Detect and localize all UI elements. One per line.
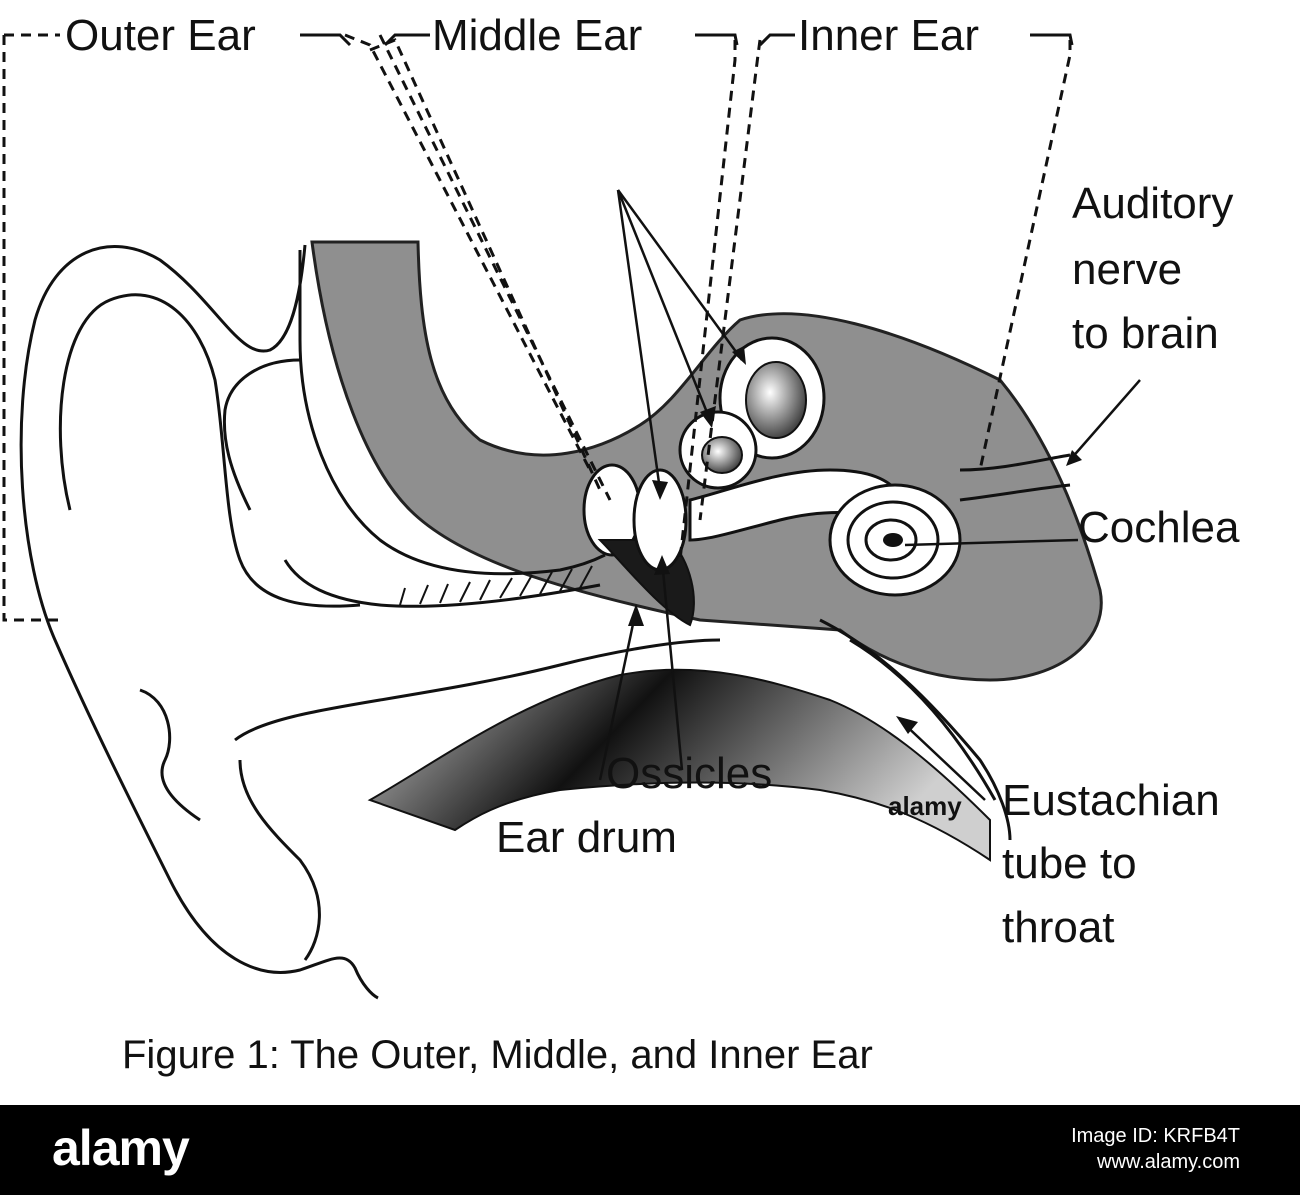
eustachian-tube [367, 668, 991, 862]
concha-lower-2 [238, 759, 321, 961]
ear-anatomy-diagram: Outer Ear Middle Ear Inner Ear Auditory … [2, 11, 1240, 1077]
label-eustachian-line-3: throat [1002, 903, 1115, 952]
pointer-arrowheads [628, 346, 1082, 734]
eustachian-tube-wall-2 [849, 638, 997, 801]
cochlea-spiral [828, 483, 962, 597]
label-inner-ear: Inner Ear [798, 11, 979, 60]
section-bracket-ticks [300, 33, 1074, 47]
pointer-lines [598, 189, 1141, 801]
label-ear-drum: Ear drum [496, 813, 677, 862]
label-auditory-line-3: to brain [1072, 309, 1219, 358]
eustachian-tube-wall [819, 618, 1012, 841]
semicircular-canal-2-hole [701, 436, 743, 474]
label-auditory-line-1: Auditory [1072, 179, 1233, 228]
image-id: Image ID: KRFB4T [1071, 1125, 1240, 1147]
concha-lower [234, 638, 721, 742]
site-url: www.alamy.com [1097, 1151, 1240, 1173]
helix-fold [222, 358, 301, 511]
watermark: alamy [888, 791, 962, 821]
label-outer-ear: Outer Ear [65, 11, 256, 60]
ear-canal-upper [298, 250, 606, 576]
canal-hairs [399, 565, 593, 606]
alamy-logo: alamy [52, 1120, 190, 1176]
label-eustachian-line-2: tube to [1002, 839, 1137, 888]
label-middle-ear: Middle Ear [432, 11, 642, 60]
label-auditory-line-2: nerve [1072, 245, 1182, 294]
label-cochlea: Cochlea [1078, 503, 1240, 552]
footer-info: Image ID: KRFB4T www.alamy.com [1071, 1123, 1240, 1175]
label-eustachian-line-1: Eustachian [1002, 776, 1220, 825]
pinna [19, 244, 379, 1000]
auditory-nerve [959, 453, 1071, 502]
lobe-curve [139, 688, 201, 822]
figure-caption: Figure 1: The Outer, Middle, and Inner E… [122, 1033, 873, 1077]
pinna-inner-rim [58, 293, 361, 608]
label-ossicles: Ossicles [606, 749, 772, 798]
footer-bar: alamy Image ID: KRFB4T www.alamy.com [0, 1105, 1300, 1195]
ear-canal-lower [283, 559, 601, 608]
semicircular-canal-1-hole [745, 361, 807, 439]
section-brackets [2, 33, 1072, 622]
